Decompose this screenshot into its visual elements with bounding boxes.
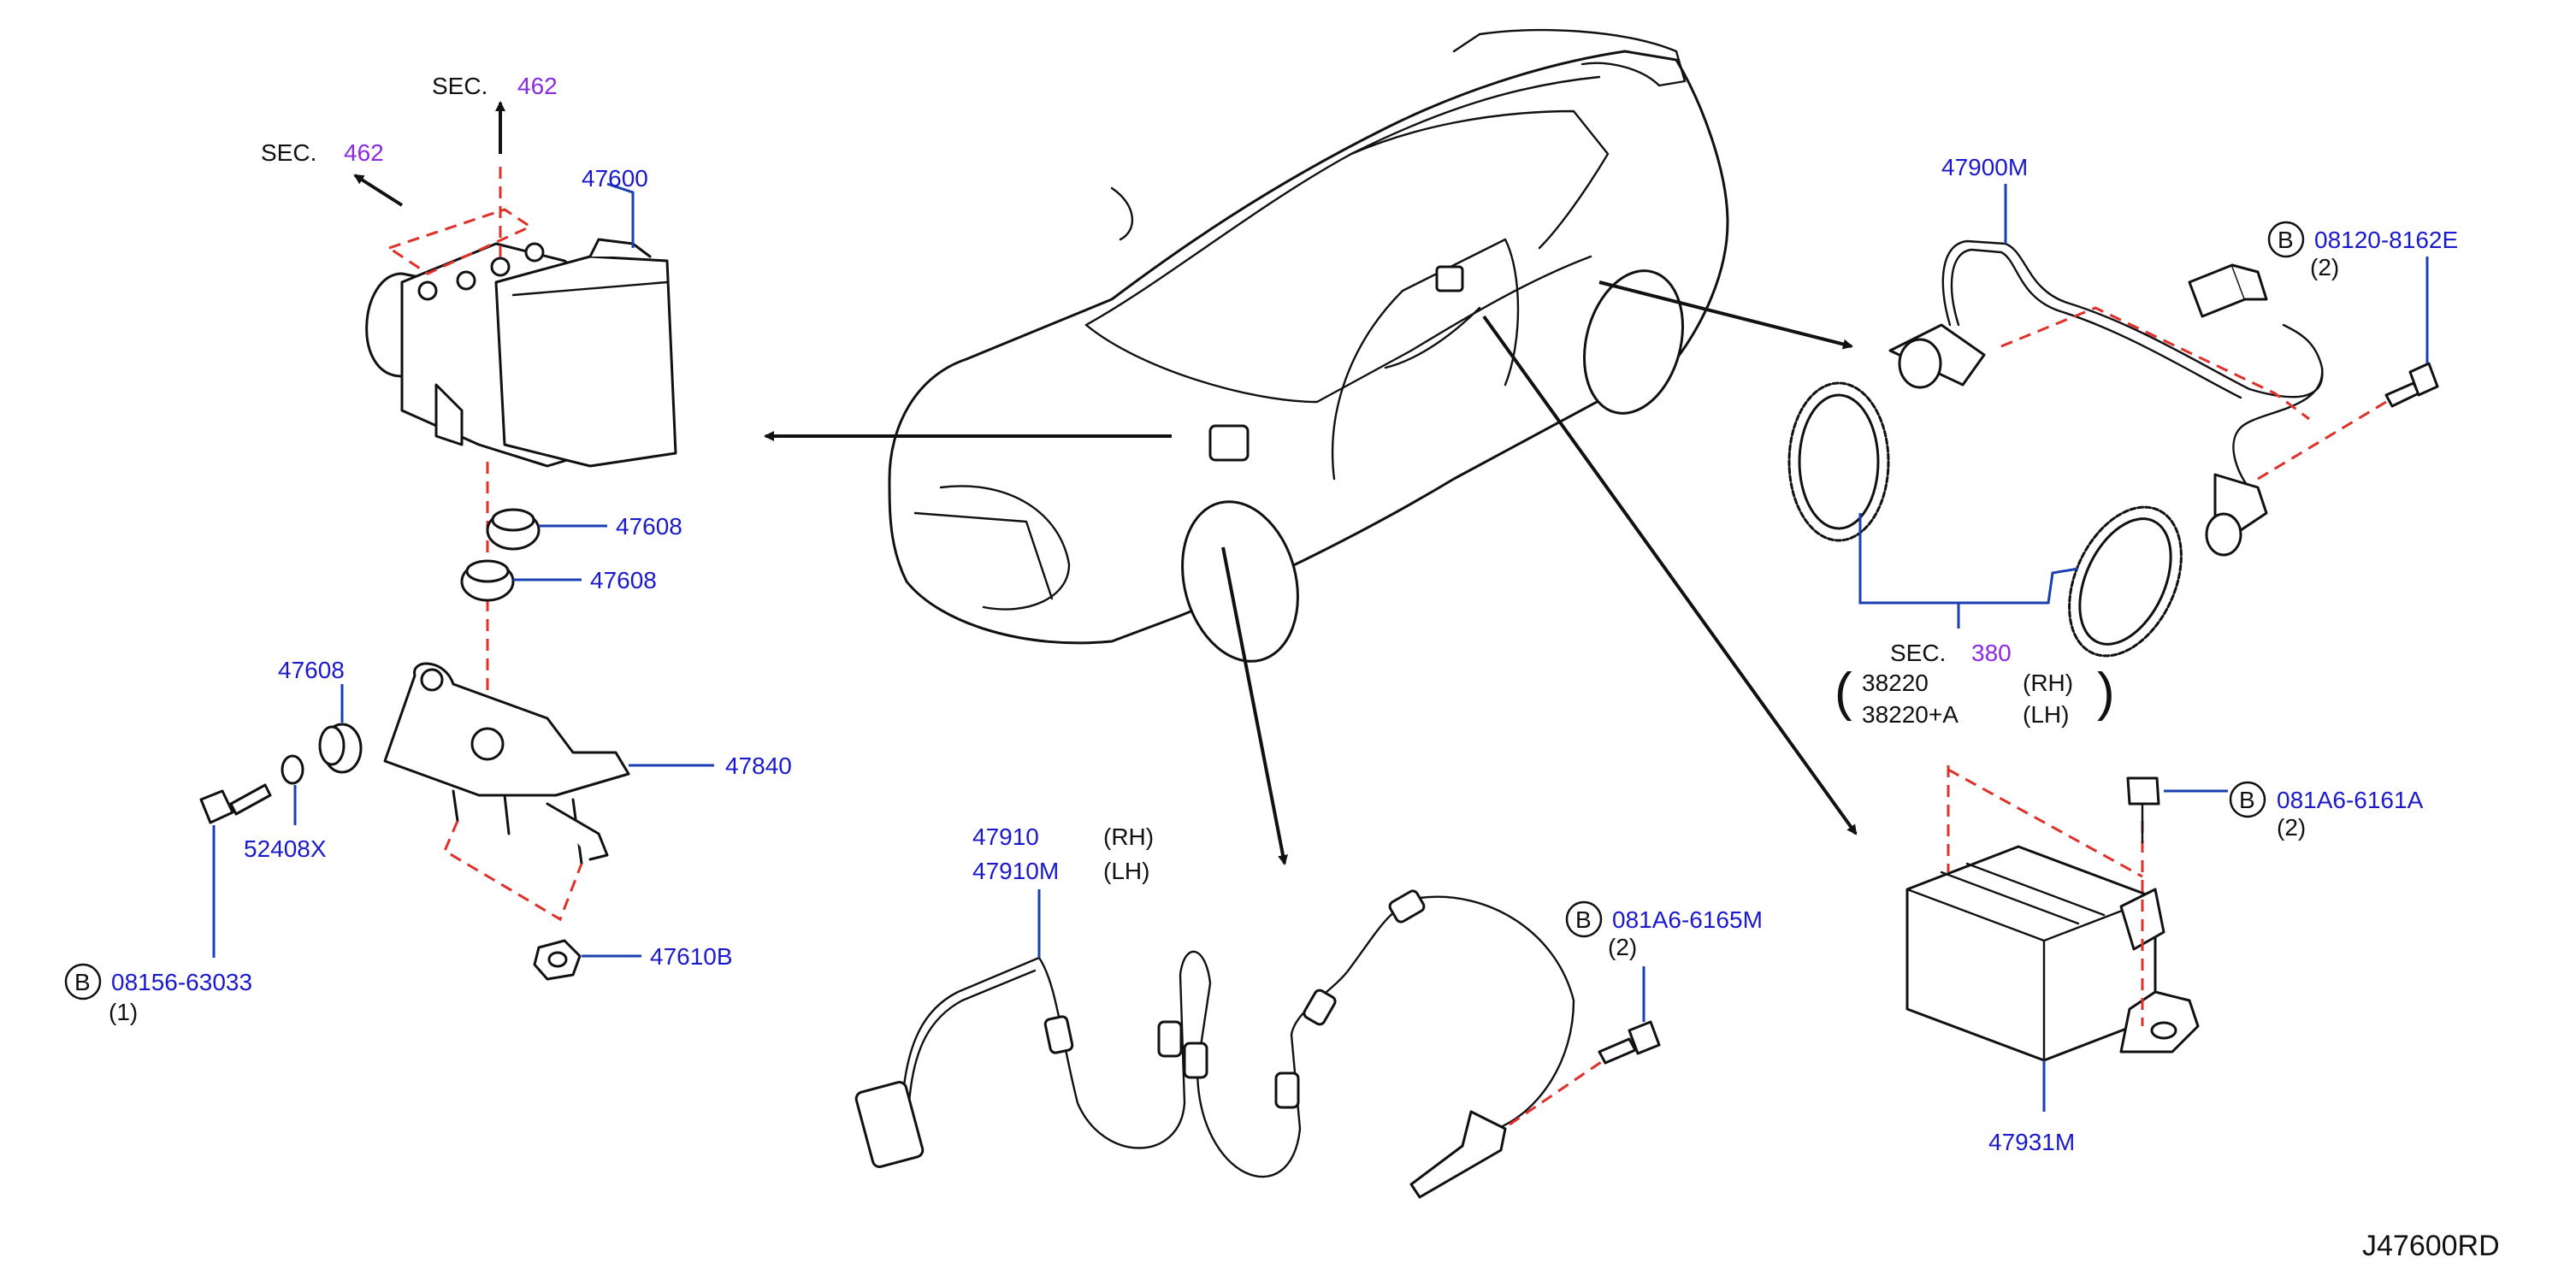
sec-upper-prefix: SEC. (432, 73, 487, 99)
part-front-sensor-lh[interactable]: 47910M (972, 858, 1059, 884)
part-mount-3[interactable]: 47608 (278, 657, 345, 683)
part-g-sensor[interactable]: 47931M (1988, 1129, 2075, 1155)
sensor-rotor-lh (2068, 505, 2183, 658)
part-rotor-lh[interactable]: 38220+A (1862, 701, 1959, 728)
front-wheel-sensor-harness (854, 889, 1575, 1199)
sec-left-number[interactable]: 462 (344, 139, 384, 166)
part-rotor-rh[interactable]: 38220 (1862, 670, 1929, 696)
mount-insulator-1 (486, 508, 541, 551)
arrow-to-g-sensor (1482, 315, 1858, 835)
bolt-hex-front-sensor (1598, 1020, 1661, 1065)
hex-nut (533, 939, 582, 981)
rotor-paren-left: ( (1835, 663, 1852, 722)
part-nut[interactable]: 47610B (650, 943, 733, 970)
qty-bolt-rear-sensor: (2) (2310, 254, 2339, 280)
qty-bolt-front: (1) (109, 999, 138, 1025)
badge-b-front-sensor (1565, 900, 1603, 938)
svg-text:B: B (74, 969, 91, 995)
part-bolt-rear-sensor[interactable]: 08120-8162E (2314, 227, 2458, 253)
rotor-rh-side: (RH) (2023, 670, 2073, 696)
sec-left-prefix: SEC. (261, 139, 316, 166)
part-washer[interactable]: 52408X (244, 835, 327, 862)
part-front-sensor-rh[interactable]: 47910 (972, 823, 1039, 850)
sec-upper-number[interactable]: 462 (517, 73, 558, 99)
abs-actuator-drawing (365, 238, 677, 468)
qty-bolt-g-sensor: (2) (2277, 814, 2306, 841)
svg-text:B: B (1575, 906, 1592, 933)
bolt-hex-rear-sensor (2384, 362, 2439, 408)
part-bolt-front[interactable]: 08156-63033 (111, 969, 252, 995)
part-bolt-front-sensor[interactable]: 081A6-6165M (1612, 906, 1763, 933)
arrow-to-front-sensor (1221, 546, 1288, 865)
bolt-hex-g-sensor (2126, 776, 2160, 844)
g-sensor-unit (1905, 845, 2200, 1062)
sec-rotor-number[interactable]: 380 (1971, 640, 2012, 666)
part-rear-sensor[interactable]: 47900M (1941, 154, 2028, 180)
mount-insulator-2 (460, 559, 515, 602)
part-bolt-g-sensor[interactable]: 081A6-6161A (2277, 787, 2424, 813)
badge-b-bolt-front (64, 963, 102, 1000)
badge-b-rear-sensor (2267, 221, 2305, 258)
washer (281, 754, 304, 785)
qty-bolt-front-sensor: (2) (1608, 934, 1637, 960)
sensor-rotor-rh (1787, 381, 1890, 542)
rear-wheel-sensor-harness (1888, 239, 2324, 557)
sec-rotor-prefix: SEC. (1890, 640, 1946, 666)
part-abs-actuator[interactable]: 47600 (582, 165, 648, 192)
badge-b-g-sensor (2229, 781, 2266, 818)
port-guide-lines (386, 208, 534, 275)
front-sensor-lh-side: (LH) (1103, 858, 1149, 884)
part-bracket[interactable]: 47840 (725, 753, 792, 779)
bolt-hex-front (199, 783, 272, 824)
mount-insulator-3 (318, 723, 363, 774)
svg-text:B: B (2278, 227, 2294, 253)
svg-text:B: B (2239, 787, 2255, 813)
diagram-code: J47600RD (2362, 1230, 2500, 1262)
mounting-bracket (383, 662, 630, 865)
rotor-paren-right: ) (2097, 663, 2115, 722)
sec-462-left-arrow (353, 174, 404, 207)
arrow-to-rear-sensor (1598, 280, 1853, 350)
vehicle-illustration (888, 28, 1729, 663)
rotor-lh-side: (LH) (2023, 701, 2069, 728)
part-mount-2[interactable]: 47608 (590, 567, 657, 593)
front-sensor-rh-side: (RH) (1103, 823, 1154, 850)
part-mount-1[interactable]: 47608 (616, 513, 682, 540)
